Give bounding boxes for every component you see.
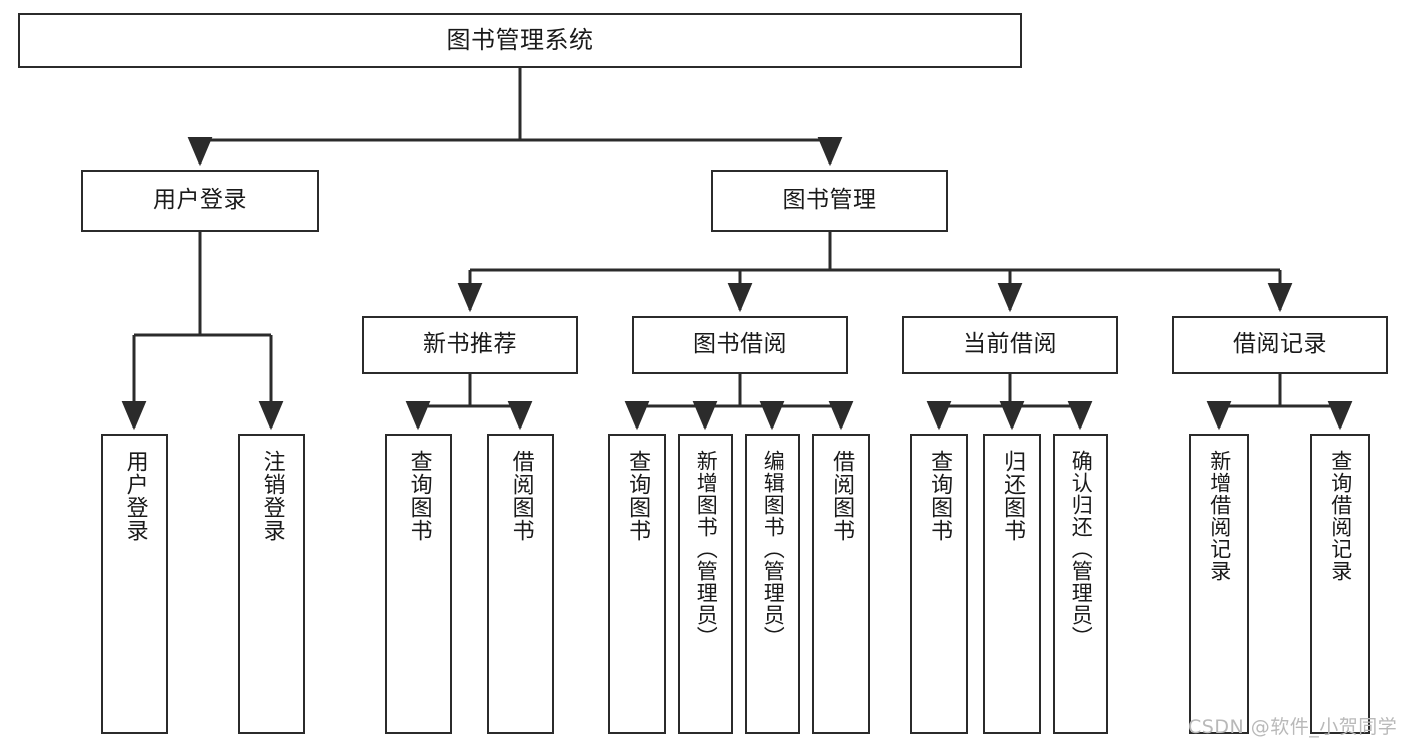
leaf-add-borrow-record-label: 新增借阅记录 (1207, 450, 1232, 582)
leaf-query-borrow-record-label: 查询借阅记录 (1328, 450, 1353, 582)
node-user-login-label: 用户登录 (153, 187, 247, 214)
leaf-edit-book-admin-label: 编辑图书（管理员） (761, 450, 786, 648)
node-user-login[interactable]: 用户登录 (81, 170, 319, 232)
node-borrow-record-label: 借阅记录 (1233, 331, 1327, 358)
node-current-borrow-label: 当前借阅 (963, 331, 1057, 358)
node-book-borrow[interactable]: 图书借阅 (632, 316, 848, 374)
leaf-edit-book-admin[interactable]: 编辑图书（管理员） (745, 434, 800, 734)
leaf-confirm-return-admin[interactable]: 确认归还（管理员） (1053, 434, 1108, 734)
node-new-book-recommend[interactable]: 新书推荐 (362, 316, 578, 374)
leaf-user-logout-label: 注销登录 (259, 450, 285, 542)
node-book-management-label: 图书管理 (782, 187, 877, 214)
leaf-query-book-borrow[interactable]: 查询图书 (608, 434, 666, 734)
csdn-watermark: CSDN @软件_小贺同学 (1188, 716, 1398, 738)
leaf-query-book-recommend-label: 查询图书 (406, 450, 432, 542)
leaf-query-borrow-record[interactable]: 查询借阅记录 (1310, 434, 1370, 734)
node-root[interactable]: 图书管理系统 (18, 13, 1022, 68)
leaf-confirm-return-admin-label: 确认归还（管理员） (1069, 450, 1094, 648)
node-root-label: 图书管理系统 (446, 26, 594, 55)
leaf-user-logout[interactable]: 注销登录 (238, 434, 305, 734)
leaf-user-login-label: 用户登录 (122, 450, 148, 542)
node-borrow-record[interactable]: 借阅记录 (1172, 316, 1388, 374)
leaf-add-borrow-record[interactable]: 新增借阅记录 (1189, 434, 1249, 734)
leaf-add-book-admin-label: 新增图书（管理员） (694, 450, 719, 648)
leaf-query-book-current[interactable]: 查询图书 (910, 434, 968, 734)
leaf-return-book-label: 归还图书 (1000, 450, 1026, 542)
leaf-query-book-recommend[interactable]: 查询图书 (385, 434, 452, 734)
leaf-borrow-book[interactable]: 借阅图书 (812, 434, 870, 734)
leaf-add-book-admin[interactable]: 新增图书（管理员） (678, 434, 733, 734)
leaf-borrow-book-recommend-label: 借阅图书 (508, 450, 534, 542)
node-new-book-recommend-label: 新书推荐 (423, 331, 517, 358)
leaf-return-book[interactable]: 归还图书 (983, 434, 1041, 734)
leaf-borrow-book-label: 借阅图书 (829, 450, 855, 542)
node-book-management[interactable]: 图书管理 (711, 170, 948, 232)
node-current-borrow[interactable]: 当前借阅 (902, 316, 1118, 374)
leaf-query-book-current-label: 查询图书 (927, 450, 953, 542)
leaf-query-book-borrow-label: 查询图书 (625, 450, 651, 542)
leaf-borrow-book-recommend[interactable]: 借阅图书 (487, 434, 554, 734)
node-book-borrow-label: 图书借阅 (693, 331, 787, 358)
leaf-user-login[interactable]: 用户登录 (101, 434, 168, 734)
